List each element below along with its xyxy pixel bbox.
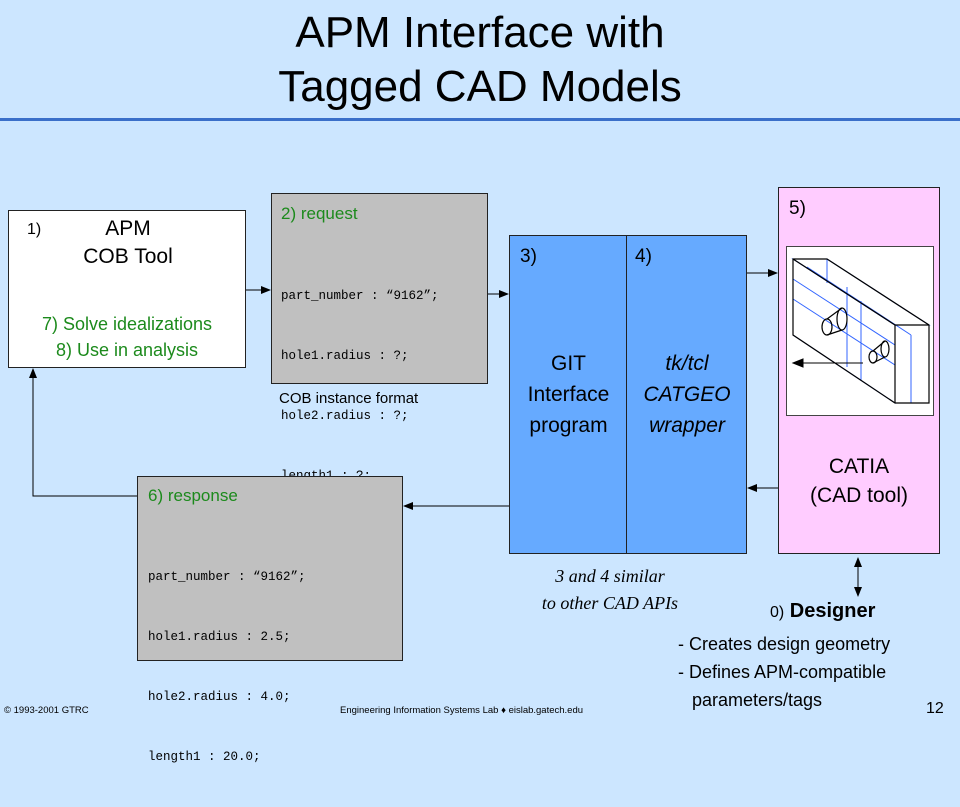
designer-bullets: - Creates design geometry - Defines APM-…	[678, 630, 890, 714]
designer-bullet: - Creates design geometry	[678, 634, 891, 654]
cad-api-note-line-1: 3 and 4 similar	[555, 566, 665, 586]
designer-bullet: parameters/tags	[692, 690, 823, 710]
apm-step-label: 1)	[27, 221, 42, 238]
designer-bullet: - Defines APM-compatible	[678, 662, 887, 682]
apm-name: APM COB Tool	[9, 215, 247, 271]
title-line-1: APM Interface with	[295, 8, 665, 57]
slide-title: APM Interface with Tagged CAD Models	[0, 6, 960, 114]
apm-name-line-2: COB Tool	[83, 245, 173, 268]
git-label-line: GIT	[551, 352, 586, 375]
apm-step-8: 8) Use in analysis	[55, 340, 199, 360]
apm-cob-tool-box: 1) APM COB Tool 7) Solve idealizations 8…	[8, 210, 246, 368]
git-box-divider	[626, 235, 627, 554]
footer-lab-site: eislab.gatech.edu	[508, 705, 584, 716]
git-interface-program-label: GIT Interface program	[510, 348, 627, 441]
response-code-line: part_number : “9162”;	[148, 570, 306, 584]
footer-lab-name: Engineering Information Systems Lab	[340, 705, 499, 716]
catia-label: CATIA (CAD tool)	[779, 452, 939, 510]
cad-model-wireframe-image	[786, 246, 934, 416]
request-heading: 2) request	[281, 204, 358, 223]
git-step-3: 3)	[520, 246, 537, 267]
footer-lab: Engineering Information Systems Lab ♦ ei…	[340, 705, 583, 716]
apm-name-line-1: APM	[105, 217, 151, 240]
catia-label-line-2: (CAD tool)	[809, 484, 909, 507]
cad-api-note: 3 and 4 similar to other CAD APIs	[505, 563, 715, 617]
flow-connectors	[29, 269, 862, 597]
designer-step-label: 0)	[770, 604, 785, 621]
catia-label-line-1: CATIA	[828, 455, 890, 478]
designer-heading: 0) Designer	[770, 600, 875, 623]
request-code-line: hole2.radius : ?;	[281, 409, 409, 423]
response-heading: 6) response	[148, 486, 238, 505]
request-code-line: part_number : “9162”;	[281, 289, 439, 303]
git-step-4: 4)	[635, 246, 652, 267]
git-label-line: Interface	[527, 383, 610, 406]
wrapper-label-line: CATGEO	[643, 383, 731, 406]
footer-copyright: © 1993-2001 GTRC	[4, 705, 89, 716]
title-divider	[0, 118, 960, 121]
wrapper-label-line: tk/tcl	[665, 352, 709, 375]
arrow-response-to-apm	[29, 368, 137, 497]
wrapper-label-line: wrapper	[649, 414, 725, 437]
title-line-2: Tagged CAD Models	[278, 62, 682, 111]
page-number: 12	[926, 700, 944, 717]
response-code-line: hole2.radius : 4.0;	[148, 690, 291, 704]
catgeo-wrapper-label: tk/tcl CATGEO wrapper	[628, 348, 746, 441]
response-code-line: length1 : 20.0;	[148, 750, 261, 764]
apm-steps: 7) Solve idealizations 8) Use in analysi…	[9, 311, 245, 363]
request-code-line: hole1.radius : ?;	[281, 349, 409, 363]
designer-name: Designer	[789, 600, 876, 622]
catia-step-label: 5)	[789, 198, 806, 219]
diamond-icon: ♦	[501, 705, 506, 716]
request-caption: COB instance format	[279, 390, 419, 407]
apm-step-7: 7) Solve idealizations	[41, 314, 213, 334]
git-interface-box: 3) 4) GIT Interface program tk/tcl CATGE…	[509, 235, 747, 554]
cad-model-wireframe-drawing	[791, 258, 931, 404]
response-code-line: hole1.radius : 2.5;	[148, 630, 291, 644]
git-label-line: program	[529, 414, 608, 437]
cad-api-note-line-2: to other CAD APIs	[541, 593, 679, 613]
